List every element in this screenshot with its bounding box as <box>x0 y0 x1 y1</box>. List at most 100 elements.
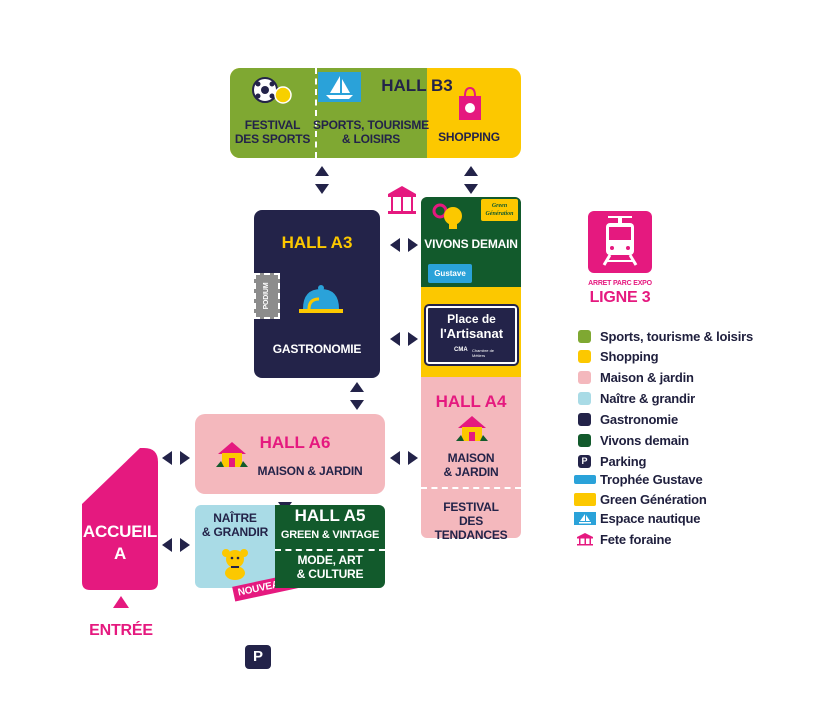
legend-swatch <box>578 329 591 343</box>
legend-swatch <box>578 391 591 405</box>
tram-line-label: LIGNE 3 <box>589 289 651 306</box>
a4-maison-line-2: & JARDIN <box>443 464 499 479</box>
legend-item-gustave: Trophée Gustave <box>574 470 703 488</box>
legend-item-maison: Maison & jardin <box>578 368 694 386</box>
hall-a6-title: HALL A6 <box>259 433 331 452</box>
naitre-label: NAÎTRE & GRANDIR <box>195 511 275 540</box>
legend-item-foraine: Fete foraine <box>577 530 672 548</box>
boat-icon <box>318 72 361 102</box>
entree-label[interactable]: ENTRÉE <box>89 622 153 639</box>
arrow-b3-a3 <box>315 166 329 194</box>
legend-label: Espace nautique <box>600 510 701 526</box>
boat-icon <box>574 511 596 525</box>
accueil-a-shape <box>82 448 158 590</box>
green-badge-line-2: Génération <box>485 211 514 217</box>
cloche-icon <box>299 285 343 313</box>
place-line-2: l'Artisanat <box>439 326 504 341</box>
festival-line-1: FESTIVAL <box>244 118 301 132</box>
hall-a4-title: HALL A4 <box>435 392 507 411</box>
naitre-line-1: NAÎTRE <box>213 511 257 525</box>
house-icon-a6 <box>216 442 248 467</box>
naitre-line-2: & GRANDIR <box>201 524 269 539</box>
hall-a3-title: HALL A3 <box>281 233 353 252</box>
accueil-line-2: A <box>113 543 127 563</box>
place-line-1: Place de <box>447 312 496 326</box>
legend-label: Gastronomie <box>600 411 678 427</box>
hall-a5-divider <box>275 549 385 551</box>
shopping-label: SHOPPING <box>438 130 500 144</box>
gastronomie-label: GASTRONOMIE <box>272 342 362 356</box>
lightbulb-icon <box>432 203 462 229</box>
festival-line-2: DES SPORTS <box>234 131 311 146</box>
legend-swatch <box>578 349 591 363</box>
arrow-a6-a4 <box>390 451 418 465</box>
legend-label: Green Génération <box>600 491 707 507</box>
carousel-icon <box>388 186 416 214</box>
sports-tourisme-label: SPORTS, TOURISME & LOISIRS <box>313 118 429 147</box>
tram-stop-label: Arret PARC EXPO <box>588 280 652 287</box>
green-badge-line-1: Green <box>491 203 508 209</box>
legend-item-shopping: Shopping <box>578 347 659 365</box>
mode-art-culture-label: MODE, ART & CULTURE <box>275 553 385 582</box>
legend-label: Shopping <box>600 348 659 364</box>
accueil-line-1: ACCUEIL <box>82 522 158 541</box>
legend-item-nautique: Espace nautique <box>574 509 701 527</box>
green-generation-badge: Green Génération <box>481 199 518 221</box>
teddy-bear-icon <box>222 549 248 580</box>
legend-label: Parking <box>600 453 647 469</box>
green-generation-icon <box>574 492 596 506</box>
arrow-accueil-a6 <box>162 451 190 465</box>
tendances-line-2: DES TENDANCES <box>434 513 508 542</box>
podium-label: PODIUM <box>262 282 270 310</box>
arrow-a3-vivons <box>390 238 418 252</box>
legend-label: Sports, tourisme & loisirs <box>600 328 754 344</box>
legend-label: Trophée Gustave <box>600 471 703 487</box>
legend-swatch <box>578 433 591 447</box>
arrow-a3-place <box>390 332 418 346</box>
tram-icon <box>602 216 638 266</box>
legend-label: Vivons demain <box>600 432 689 448</box>
mode-line-2: & CULTURE <box>296 566 364 581</box>
hall-a5-title: HALL A5 <box>294 506 366 525</box>
tendances-line-1: FESTIVAL <box>443 500 499 514</box>
legend-swatch <box>578 370 591 384</box>
festival-des-sports-label: FESTIVAL DES SPORTS <box>230 118 315 147</box>
legend-label: Maison & jardin <box>600 369 694 385</box>
legend-label: Naître & grandir <box>600 390 696 406</box>
festival-tendances-divider <box>421 487 521 489</box>
podium: PODIUM <box>254 273 280 319</box>
legend-swatch <box>578 412 591 426</box>
place-cma-sub: Chambre de Métiers <box>472 348 495 358</box>
sports-line-1: SPORTS, TOURISME <box>313 118 429 132</box>
parking-icon: P <box>578 454 591 468</box>
legend-item-naitre: Naître & grandir <box>578 389 695 407</box>
hall-b3-title: HALL B3 <box>381 76 453 95</box>
entry-arrow-icon <box>113 596 129 608</box>
arrow-b3-vivons <box>464 166 478 194</box>
shopping-bag-icon <box>459 86 481 120</box>
accueil-label[interactable]: ACCUEIL A <box>82 522 158 563</box>
legend-item-vivons: Vivons demain <box>578 431 689 449</box>
hall-a6-label: MAISON & JARDIN <box>257 464 363 478</box>
festival-tendances-label: FESTIVAL DES TENDANCES <box>421 500 521 542</box>
arrow-accueil-naitre <box>162 538 190 552</box>
place-cma: CMA <box>454 347 468 353</box>
gustave-badge: Gustave <box>428 264 472 283</box>
green-vintage-label: GREEN & VINTAGE <box>280 529 380 541</box>
legend-item-green: Green Génération <box>574 490 707 508</box>
parking-icon[interactable]: P <box>245 645 271 669</box>
mode-line-1: MODE, ART <box>297 553 363 567</box>
carousel-icon <box>577 532 593 545</box>
place-artisanat-sign: Place de l'Artisanat CMA Chambre de Méti… <box>426 306 517 364</box>
sports-line-2: & LOISIRS <box>341 131 401 146</box>
hall-a5[interactable] <box>275 505 385 588</box>
tram-icon-box[interactable] <box>588 211 652 273</box>
hall-a4-maison-label: MAISON & JARDIN <box>421 451 521 480</box>
legend-label: Fete foraine <box>600 531 672 547</box>
a4-maison-line-1: MAISON <box>447 451 495 465</box>
sports-balls-icon <box>252 77 292 104</box>
legend-item-parking: P Parking <box>578 452 646 470</box>
arrow-a3-a6 <box>350 382 364 410</box>
gustave-icon <box>574 474 596 484</box>
